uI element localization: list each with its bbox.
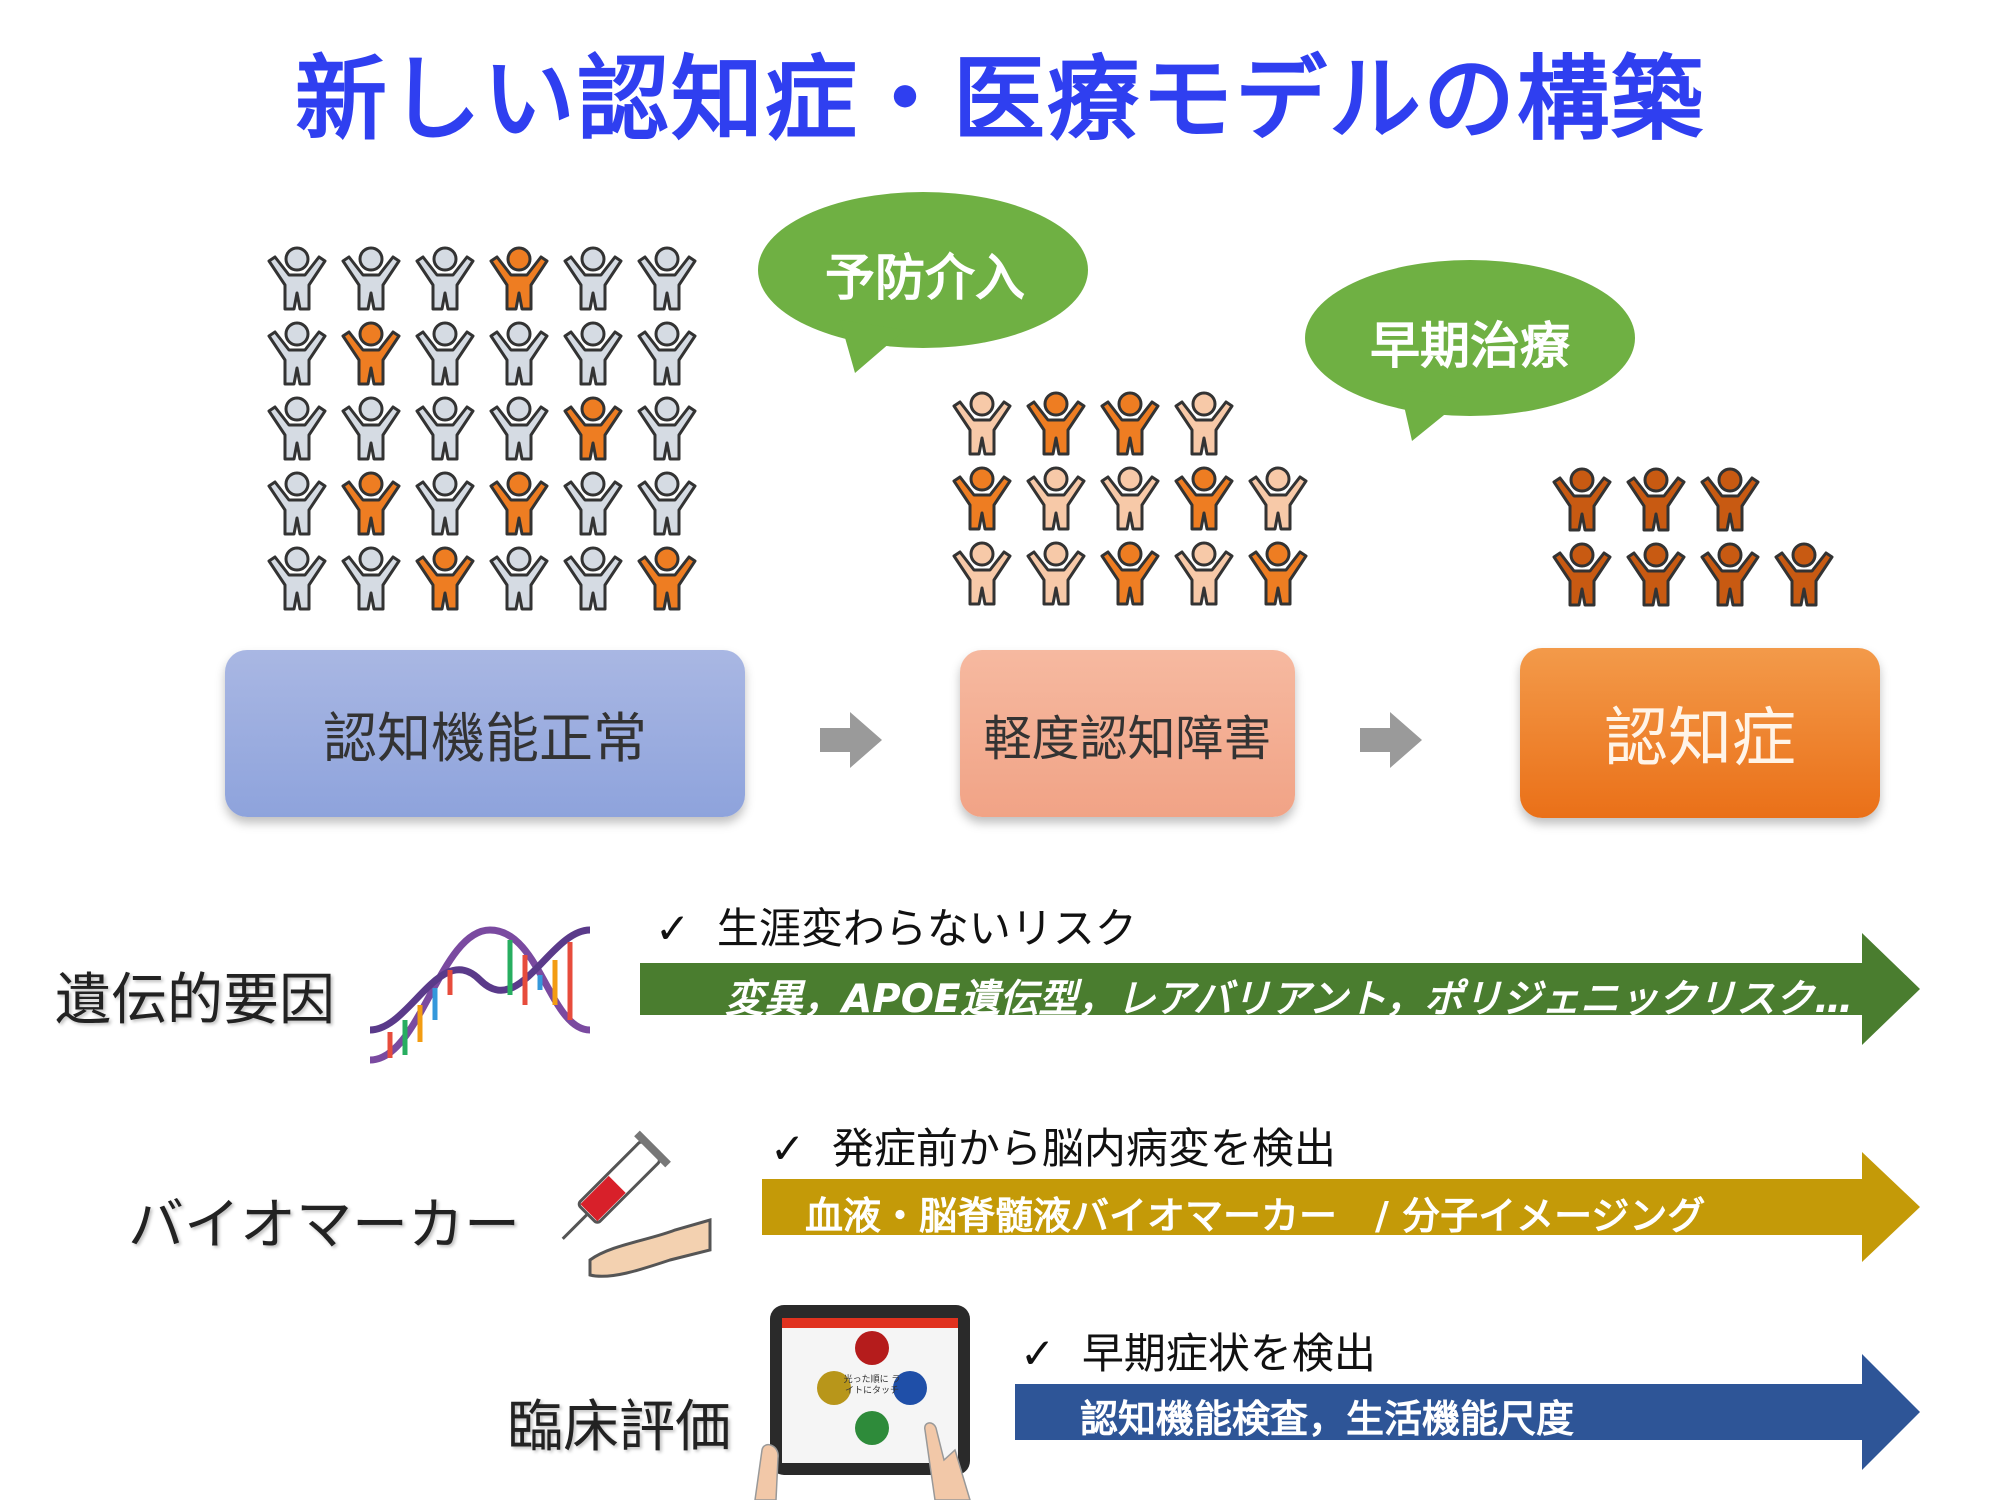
- stage-dementia-label: 認知症: [1604, 702, 1796, 776]
- person-icon: [1024, 390, 1088, 460]
- prevention-bubble: [758, 192, 1088, 373]
- person-icon: [487, 395, 551, 465]
- genetic-check-note: ✓ 生涯変わらないリスク: [655, 895, 1137, 956]
- clinical-band-text: 認知機能検査，生活機能尺度: [1080, 1397, 1575, 1441]
- person-icon: [635, 545, 699, 615]
- person-icon: [950, 465, 1014, 535]
- person-icon: [950, 390, 1014, 460]
- person-icon: [561, 395, 625, 465]
- dna-icon: [369, 926, 591, 1064]
- person-icon: [413, 395, 477, 465]
- biomarker-check-text: 発症前から脳内病変を検出: [831, 1124, 1336, 1173]
- person-icon: [635, 470, 699, 540]
- early-treatment-bubble-label: 早期治療: [1370, 317, 1570, 375]
- stage-normal-cognition: 認知機能正常: [225, 650, 745, 817]
- prevention-bubble-label: 予防介入: [825, 249, 1025, 307]
- flow-arrow-right-icon: [820, 712, 882, 768]
- person-icon: [1172, 540, 1236, 610]
- tablet-instruction-text: 光った順に ライトにタッチ: [843, 1375, 901, 1396]
- person-icon: [635, 245, 699, 315]
- genetic-factors-label: 遺伝的要因: [55, 968, 335, 1033]
- biomarker-check-note: ✓ 発症前から脳内病変を検出: [770, 1115, 1336, 1176]
- person-icon: [339, 245, 403, 315]
- page-title: 新しい認知症・医療モデルの構築: [294, 46, 1705, 153]
- genetic-band-text: 変異，APOE遺伝型，レアバリアント，ポリジェニックリスク…: [725, 977, 1854, 1022]
- blood-sample-syringe-icon: [561, 1130, 712, 1278]
- genetic-check-text: 生涯変わらないリスク: [716, 904, 1137, 953]
- early-treatment-bubble: [1305, 260, 1635, 441]
- stage-mci: 軽度認知障害: [960, 650, 1295, 817]
- biomarker-band-arrow: [762, 1152, 1920, 1262]
- person-icon: [413, 470, 477, 540]
- biomarker-label: バイオマーカー: [128, 1193, 520, 1258]
- person-icon: [413, 245, 477, 315]
- biomarker-band-text: 血液・脳脊髄液バイオマーカー / 分子イメージング: [805, 1194, 1706, 1238]
- clinical-check-note: ✓ 早期症状を検出: [1020, 1320, 1376, 1381]
- person-icon: [413, 320, 477, 390]
- person-icon: [1172, 465, 1236, 535]
- person-icon: [950, 540, 1014, 610]
- person-icon: [339, 470, 403, 540]
- person-icon: [1246, 465, 1310, 535]
- flow-arrow-right-icon: [1360, 712, 1422, 768]
- person-icon: [1772, 541, 1836, 611]
- stage-dementia: 認知症: [1520, 648, 1880, 818]
- clinical-check-text: 早期症状を検出: [1081, 1329, 1376, 1378]
- person-icon: [487, 320, 551, 390]
- person-icon: [1098, 465, 1162, 535]
- person-icon: [487, 470, 551, 540]
- person-icon: [487, 245, 551, 315]
- person-icon: [339, 395, 403, 465]
- person-icon: [265, 245, 329, 315]
- person-icon: [1246, 540, 1310, 610]
- clinical-assessment-label: 臨床評価: [507, 1395, 731, 1460]
- person-icon: [635, 395, 699, 465]
- person-icon: [1550, 466, 1614, 536]
- person-icon: [339, 545, 403, 615]
- stage-normal-label: 認知機能正常: [323, 707, 647, 770]
- person-icon: [413, 545, 477, 615]
- person-icon: [561, 245, 625, 315]
- checkmark-icon: ✓: [655, 904, 691, 953]
- person-icon: [1698, 541, 1762, 611]
- person-icon: [1624, 466, 1688, 536]
- person-icon: [487, 545, 551, 615]
- person-icon: [561, 320, 625, 390]
- person-icon: [265, 470, 329, 540]
- person-icon: [1024, 465, 1088, 535]
- stage-mci-label: 軽度認知障害: [983, 710, 1272, 767]
- person-icon: [635, 320, 699, 390]
- person-icon: [1024, 540, 1088, 610]
- clinical-band-arrow: [1015, 1354, 1920, 1470]
- person-icon: [1698, 466, 1762, 536]
- person-icon: [1098, 390, 1162, 460]
- person-icon: [1624, 541, 1688, 611]
- person-icon: [265, 545, 329, 615]
- person-icon: [265, 320, 329, 390]
- tablet-cognitive-test-icon: [754, 1305, 971, 1500]
- person-icon: [1098, 540, 1162, 610]
- person-icon: [561, 545, 625, 615]
- person-icon: [1550, 541, 1614, 611]
- person-icon: [1172, 390, 1236, 460]
- checkmark-icon: ✓: [1020, 1329, 1056, 1378]
- person-icon: [339, 320, 403, 390]
- person-icon: [265, 395, 329, 465]
- person-icon: [561, 470, 625, 540]
- genetic-band-arrow: [640, 933, 1920, 1045]
- checkmark-icon: ✓: [770, 1124, 806, 1173]
